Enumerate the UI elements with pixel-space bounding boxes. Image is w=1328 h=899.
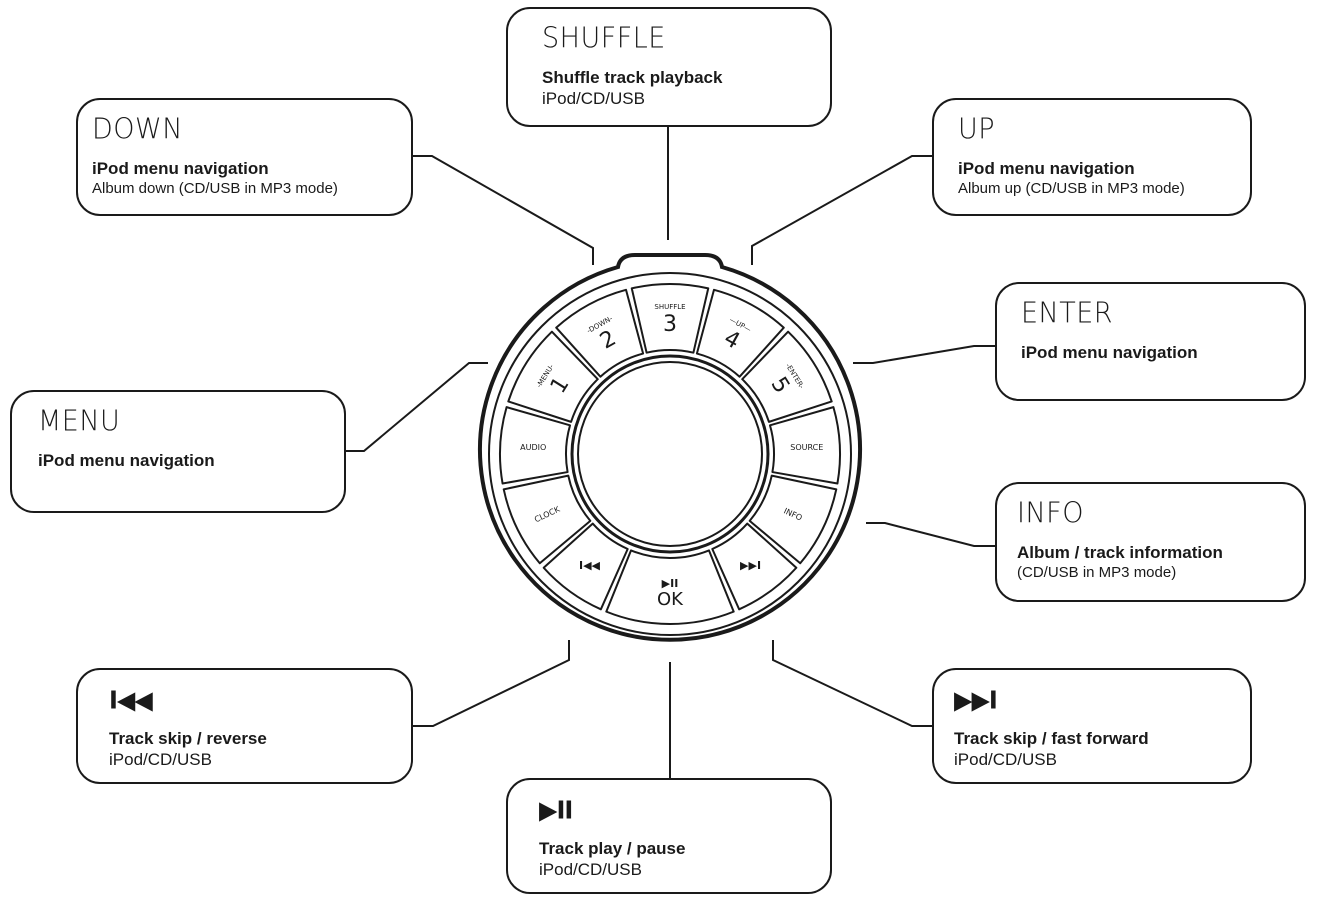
callout-sub: iPod/CD/USB: [539, 860, 642, 879]
leader-down: [412, 155, 594, 265]
down-button-shape[interactable]: [555, 288, 645, 378]
callout-enter: ENTER iPod menu navigation: [995, 282, 1306, 401]
callout-title: DOWN: [92, 113, 183, 146]
next-button-shape[interactable]: [711, 522, 798, 611]
source-button-caption: SOURCE: [790, 443, 823, 452]
callout-up: UP iPod menu navigation Album up (CD/USB…: [932, 98, 1252, 216]
callout-heading: Album / track information: [1017, 543, 1223, 562]
ok-button-symbol: ▶II: [662, 577, 679, 590]
callout-title: I◀◀: [109, 685, 153, 715]
shuffle-button-shape[interactable]: [630, 283, 710, 354]
next-button-symbol: ▶▶I: [740, 559, 761, 572]
source-button[interactable]: SOURCE: [768, 406, 841, 485]
down-button[interactable]: -DOWN-2: [555, 288, 645, 378]
callout-down: DOWN iPod menu navigation Album down (CD…: [76, 98, 413, 216]
prev-button[interactable]: I◀◀: [542, 522, 629, 611]
audio-button[interactable]: AUDIO: [499, 406, 572, 485]
up-button-shape[interactable]: [695, 288, 785, 378]
callout-shuffle: SHUFFLE Shuffle track playback iPod/CD/U…: [506, 7, 832, 127]
up-button[interactable]: —UP—4: [695, 288, 785, 378]
clock-button[interactable]: CLOCK: [502, 474, 592, 565]
callout-info: INFO Album / track information (CD/USB i…: [995, 482, 1306, 602]
callout-sub: iPod/CD/USB: [542, 89, 645, 108]
callout-title: INFO: [1017, 497, 1084, 530]
leader-up: [751, 155, 932, 265]
callout-sub: iPod/CD/USB: [954, 750, 1057, 769]
callout-heading: iPod menu navigation: [92, 159, 269, 178]
remote-control: -MENU-1-DOWN-2SHUFFLE3—UP—4-ENTER-5AUDIO…: [478, 253, 862, 642]
callout-heading: Shuffle track playback: [542, 68, 723, 87]
info-button[interactable]: INFO: [748, 474, 838, 565]
leader-menu: [345, 362, 488, 452]
callout-heading: iPod menu navigation: [38, 451, 215, 470]
shuffle-button-digit: 3: [663, 312, 677, 337]
callout-title: ENTER: [1021, 297, 1114, 330]
callout-heading: iPod menu navigation: [958, 159, 1135, 178]
callout-heading: Track play / pause: [539, 839, 686, 858]
remote-inner-ring: [488, 272, 852, 636]
callout-title: ▶II: [539, 795, 573, 825]
callout-play: ▶II Track play / pause iPod/CD/USB: [506, 778, 832, 894]
clock-button-shape[interactable]: [502, 474, 592, 565]
center-disc: [577, 361, 763, 547]
leader-next: [772, 640, 932, 727]
shuffle-button-caption: SHUFFLE: [654, 303, 685, 311]
callout-sub: iPod/CD/USB: [109, 750, 212, 769]
remote-buttons: -MENU-1-DOWN-2SHUFFLE3—UP—4-ENTER-5AUDIO…: [499, 283, 841, 625]
leader-prev: [412, 640, 570, 727]
audio-button-caption: AUDIO: [520, 443, 546, 452]
callout-title: UP: [958, 113, 996, 146]
callout-menu: MENU iPod menu navigation: [10, 390, 346, 513]
callout-heading: Track skip / reverse: [109, 729, 267, 748]
callout-sub: (CD/USB in MP3 mode): [1017, 564, 1177, 581]
ok-button-shape[interactable]: [605, 549, 735, 625]
ok-button-caption: OK: [657, 589, 684, 610]
callout-sub: Album down (CD/USB in MP3 mode): [92, 180, 338, 197]
callout-sub: Album up (CD/USB in MP3 mode): [958, 180, 1185, 197]
prev-button-shape[interactable]: [542, 522, 629, 611]
source-button-shape[interactable]: [768, 406, 841, 485]
prev-button-symbol: I◀◀: [579, 559, 601, 572]
menu-button-shape[interactable]: [507, 330, 599, 423]
callout-title: MENU: [38, 405, 121, 438]
callout-heading: Track skip / fast forward: [954, 729, 1149, 748]
callout-next: ▶▶I Track skip / fast forward iPod/CD/US…: [932, 668, 1252, 784]
info-button-shape[interactable]: [748, 474, 838, 565]
callout-title: SHUFFLE: [542, 22, 666, 55]
callout-prev: I◀◀ Track skip / reverse iPod/CD/USB: [76, 668, 413, 784]
leader-info: [866, 522, 996, 547]
leader-enter: [853, 345, 996, 364]
menu-button[interactable]: -MENU-1: [507, 330, 599, 423]
enter-button[interactable]: -ENTER-5: [741, 330, 833, 423]
next-button[interactable]: ▶▶I: [711, 522, 798, 611]
callout-heading: iPod menu navigation: [1021, 343, 1198, 362]
audio-button-shape[interactable]: [499, 406, 572, 485]
enter-button-shape[interactable]: [741, 330, 833, 423]
callout-title: ▶▶I: [954, 685, 998, 715]
